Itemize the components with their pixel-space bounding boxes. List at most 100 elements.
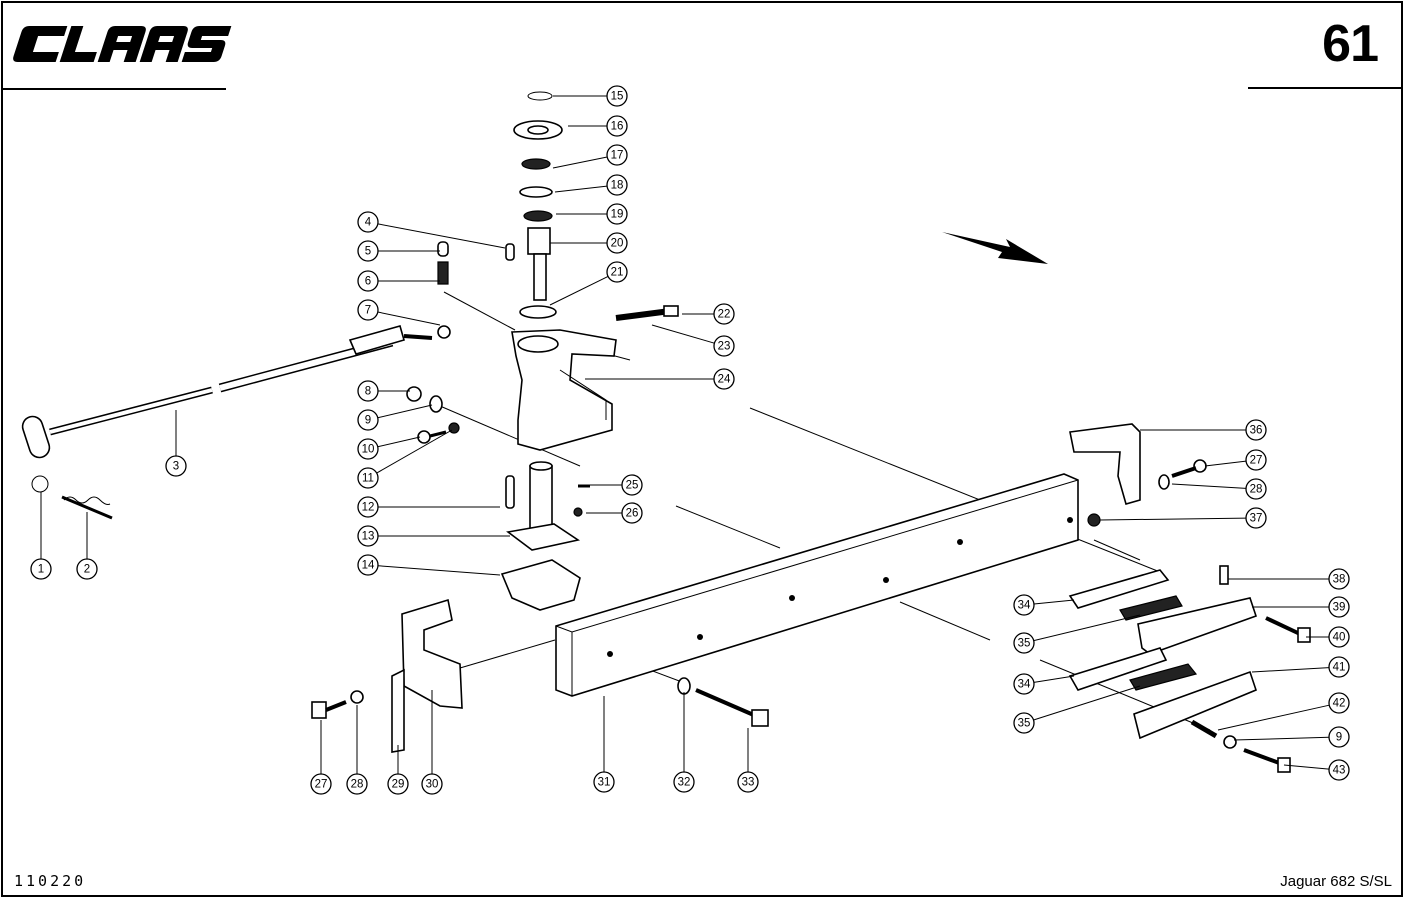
callout-2: 2 xyxy=(76,512,98,580)
callout-balloon xyxy=(1013,712,1035,734)
callout-balloon xyxy=(357,467,379,489)
callout-35: 35 xyxy=(1013,614,1141,654)
callout-leader-line xyxy=(1099,517,1247,521)
callout-number: 15 xyxy=(611,91,624,103)
pivot-bracket xyxy=(511,305,679,451)
callout-27: 27 xyxy=(1204,449,1267,471)
pivot-stack xyxy=(437,91,563,319)
callout-number: 16 xyxy=(611,121,624,133)
callout-balloon xyxy=(1245,449,1267,471)
callout-10: 10 xyxy=(357,436,421,460)
header-rule-right xyxy=(1248,87,1402,89)
callout-balloon xyxy=(713,335,735,357)
callout-16: 16 xyxy=(568,115,628,137)
callout-balloon xyxy=(606,115,628,137)
callout-balloon xyxy=(165,455,187,477)
callout-13: 13 xyxy=(357,525,510,547)
callout-number: 5 xyxy=(365,246,371,258)
callout-21: 21 xyxy=(549,261,628,306)
callout-leader-line xyxy=(1283,764,1330,770)
callout-number: 39 xyxy=(1333,602,1346,614)
callout-balloon xyxy=(621,502,643,524)
callout-leader-line xyxy=(554,185,608,193)
callout-number: 32 xyxy=(678,777,691,789)
callout-balloon xyxy=(357,438,379,460)
callout-balloon xyxy=(606,174,628,196)
callout-balloon xyxy=(1328,656,1350,678)
model-name: Jaguar 682 S/SL xyxy=(1280,873,1392,890)
callout-balloon xyxy=(606,203,628,225)
callout-balloon xyxy=(357,409,379,431)
callout-balloon xyxy=(357,270,379,292)
callout-18: 18 xyxy=(554,174,628,196)
callout-number: 20 xyxy=(611,238,624,250)
callout-34: 34 xyxy=(1013,594,1075,616)
callout-leader-line xyxy=(1204,460,1247,467)
callout-leader-line xyxy=(1033,614,1141,642)
callout-26: 26 xyxy=(586,502,643,524)
callout-number: 3 xyxy=(173,461,179,473)
callout-20: 20 xyxy=(550,232,628,254)
callout-balloon xyxy=(1013,632,1035,654)
right-clamp-parts xyxy=(1068,565,1311,773)
callout-leader-line xyxy=(552,156,608,169)
callout-balloon xyxy=(606,261,628,283)
callout-number: 1 xyxy=(38,564,44,576)
callout-leader-line xyxy=(1033,675,1075,683)
callout-38: 38 xyxy=(1228,568,1350,590)
callout-11: 11 xyxy=(357,429,453,489)
callout-number: 27 xyxy=(315,779,328,791)
callout-9: 9 xyxy=(1233,726,1350,748)
callout-number: 22 xyxy=(718,309,731,321)
callout-balloon xyxy=(357,380,379,402)
callout-28: 28 xyxy=(1171,478,1267,500)
callout-number: 34 xyxy=(1018,600,1031,612)
callout-40: 40 xyxy=(1306,626,1350,648)
callout-32: 32 xyxy=(673,692,695,793)
callout-number: 43 xyxy=(1333,765,1346,777)
callout-23: 23 xyxy=(651,324,735,357)
callout-balloon xyxy=(357,496,379,518)
callout-leader-line xyxy=(549,275,609,306)
callout-number: 35 xyxy=(1018,638,1031,650)
callout-number: 7 xyxy=(365,305,371,317)
callout-number: 12 xyxy=(362,502,375,514)
callout-33: 33 xyxy=(737,728,759,793)
callout-6: 6 xyxy=(357,270,440,292)
callout-balloon xyxy=(1013,673,1035,695)
callout-leader-line xyxy=(1033,685,1141,721)
callout-balloon xyxy=(606,232,628,254)
callout-leader-line xyxy=(1033,599,1075,605)
callout-balloon xyxy=(357,211,379,233)
callout-number: 17 xyxy=(611,150,624,162)
callout-36: 36 xyxy=(1140,419,1267,441)
callout-leader-line xyxy=(651,324,715,344)
callout-number: 34 xyxy=(1018,679,1031,691)
callout-number: 33 xyxy=(742,777,755,789)
callout-balloon xyxy=(357,240,379,262)
callout-number: 35 xyxy=(1018,718,1031,730)
callout-balloon xyxy=(30,558,52,580)
callout-5: 5 xyxy=(357,240,440,262)
callout-number: 31 xyxy=(598,777,611,789)
callout-balloon xyxy=(357,299,379,321)
main-beam xyxy=(555,473,1079,697)
callout-balloon xyxy=(621,474,643,496)
callout-42: 42 xyxy=(1217,692,1350,731)
callout-balloon xyxy=(593,771,615,793)
callout-number: 24 xyxy=(718,374,731,386)
callout-41: 41 xyxy=(1251,656,1350,678)
callout-leader-line xyxy=(377,311,441,326)
callout-17: 17 xyxy=(552,144,628,169)
callout-balloon xyxy=(421,773,443,795)
callout-number: 25 xyxy=(626,480,639,492)
callout-balloon xyxy=(1245,507,1267,529)
right-side-bracket xyxy=(1069,423,1207,527)
callout-balloon xyxy=(673,771,695,793)
callout-number: 37 xyxy=(1250,513,1263,525)
callout-balloon xyxy=(1328,692,1350,714)
callout-leader-line xyxy=(1217,704,1330,731)
